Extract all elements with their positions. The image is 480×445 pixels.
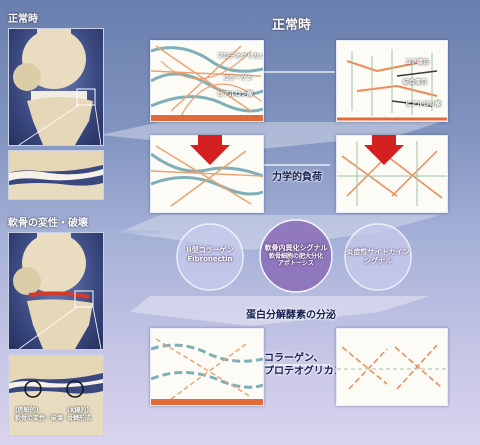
panel-normal-proteoglycan: プロテオグリカン コラーゲン ヒアルロン酸 [150, 40, 264, 122]
panel-load-fibers [336, 135, 448, 213]
label-catabolic-signal: 軟骨内異化シグナル [264, 244, 328, 252]
label-inflammatory-cytokine: 炎症性サイトカイン [346, 248, 410, 256]
caption-xray-2: 骨棘形成 [67, 415, 92, 422]
circle-collagen-fibronectin [176, 223, 244, 291]
label-apoptosis: アポトーシス [278, 260, 314, 268]
lesion-circle-right [66, 380, 84, 398]
label-collagen: コラーゲン [223, 75, 254, 82]
circle-left-text: II型コラーゲン Fibronectin [175, 246, 245, 264]
molecular-structure [337, 49, 447, 121]
label-type2-collagen: II型コラーゲン [186, 246, 234, 254]
panel-cleavage-fibers [336, 328, 448, 406]
knee-normal-image [8, 28, 104, 146]
panel-cleavage-cartilage [150, 328, 264, 406]
label-mechanical-load: 力学的負荷 [272, 172, 322, 183]
circle-cytokine-signal [344, 223, 412, 291]
label-chondrocyte-hypertrophy: 軟骨細胞の肥大分化 [268, 252, 323, 260]
caption-macroscopic-1: (肉眼的) [15, 407, 39, 414]
circle-catabolic-signal [259, 219, 333, 293]
label-link-protein: 結合蛋白 [403, 79, 428, 86]
caption-macroscopic-2: 軟骨の変性・破壊 [15, 415, 64, 422]
label-fibronectin: Fibronectin [187, 254, 233, 263]
knee-normal-zoom [8, 150, 104, 200]
diagram-title: 正常時 [272, 18, 312, 33]
label-hyaluronic-acid-right: ヒアルロン酸 [405, 101, 441, 108]
knee-degenerated-image [8, 232, 104, 350]
label-signal: シグナル [364, 256, 392, 265]
lesion-circle-left [24, 380, 42, 398]
knee-degenerated-graphic [13, 233, 102, 349]
caption-xray-1: (X線的) [67, 407, 90, 414]
red-arrow-load-left [190, 135, 230, 165]
proteoglycan-fibers [151, 45, 263, 121]
knee-degenerated-zoom: (肉眼的) 軟骨の変性・破壊 (X線的) 骨棘形成 [8, 354, 104, 436]
label-protease-secretion: 蛋白分解酵素の分泌 [246, 310, 336, 321]
label-cleavage-line2: プロテオグリカンの切断 [264, 366, 374, 377]
label-proteoglycan: プロテオグリカン [217, 53, 264, 60]
label-cleavage-line1: コラーゲン、 [264, 353, 324, 364]
circle-center-text: 軟骨内異化シグナル 軟骨細胞の肥大分化 アポトーシス [256, 244, 336, 268]
red-arrow-load-right [364, 135, 404, 165]
left-degeneration-label: 軟骨の変性・破壊 [8, 218, 88, 229]
panel-normal-molecular: コア蛋白 結合蛋白 ヒアルロン酸 [336, 40, 448, 122]
knee-bones-graphic [13, 29, 102, 145]
label-hyaluronic-acid-left: ヒアルロン酸 [217, 91, 253, 98]
left-normal-label: 正常時 [8, 14, 38, 25]
label-core-protein: コア蛋白 [405, 59, 430, 66]
circle-right-text: 炎症性サイトカイン シグナル [340, 248, 416, 266]
label-cleavage: コラーゲン、 プロテオグリカンの切断 [264, 352, 374, 378]
